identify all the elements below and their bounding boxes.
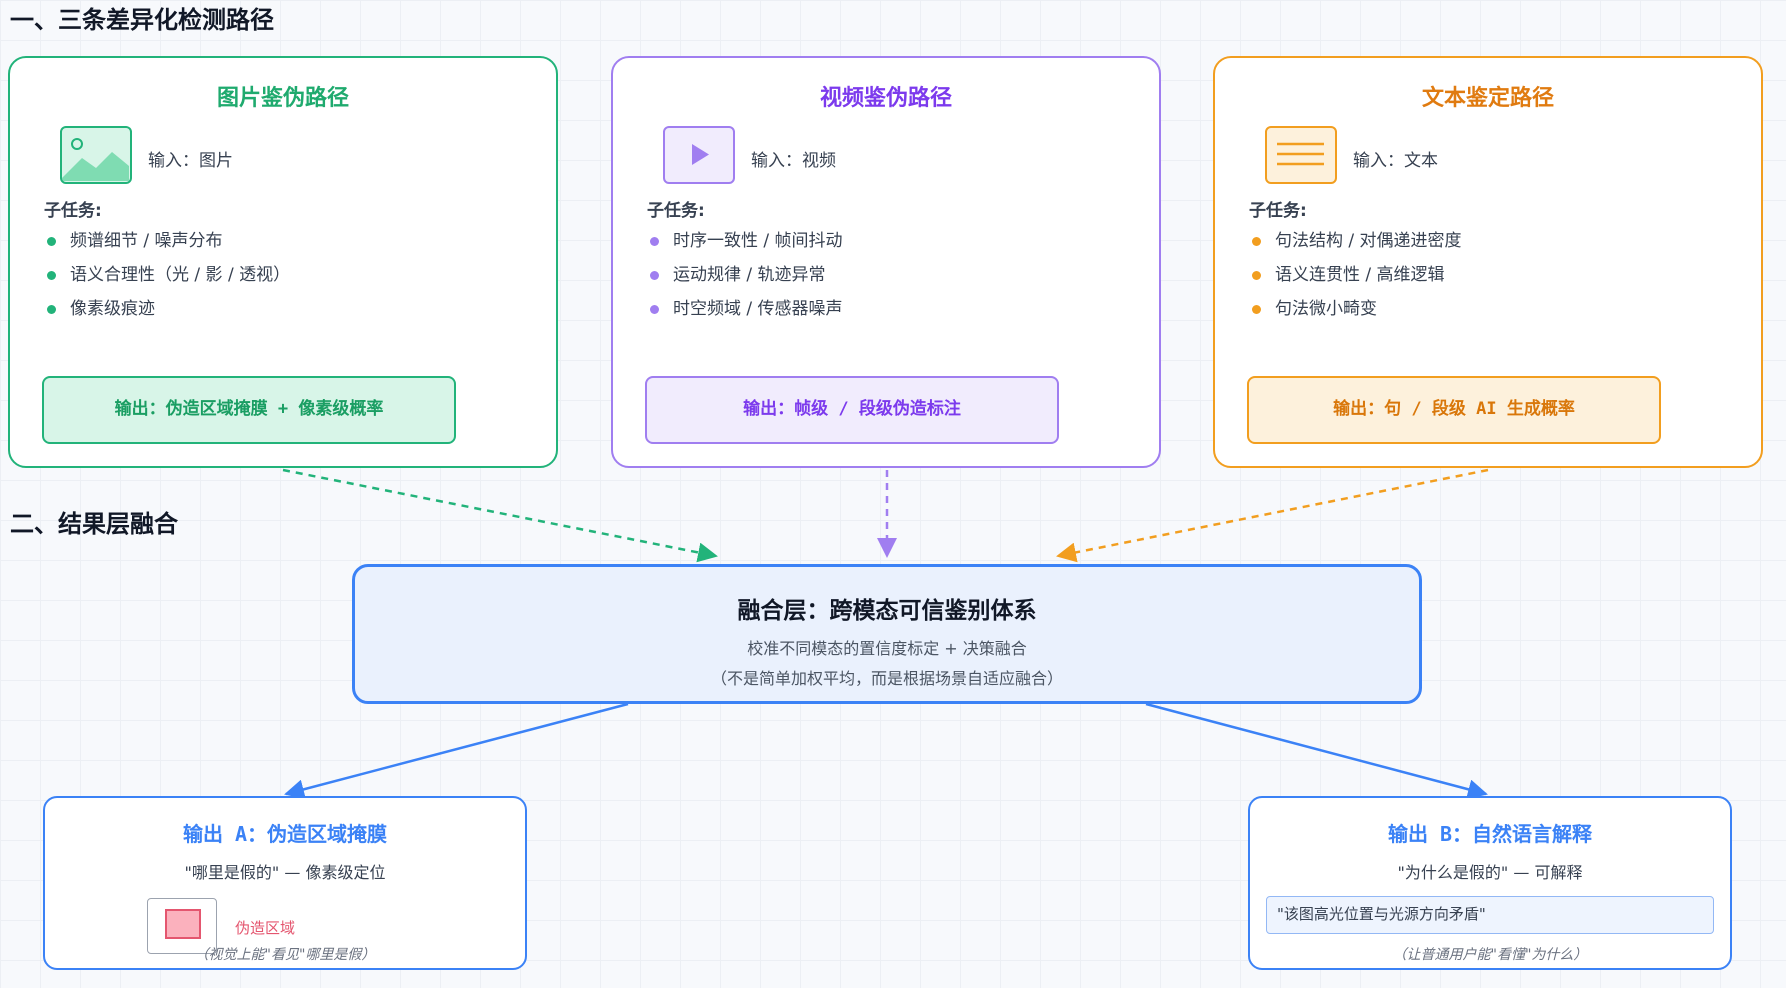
subtask-item: 时空频域 / 传感器噪声 bbox=[647, 292, 843, 326]
bullet-dot bbox=[47, 305, 56, 314]
fusion-description: 校准不同模态的置信度标定 + 决策融合 bbox=[747, 639, 1027, 658]
bullet-dot bbox=[650, 271, 659, 280]
text-to-fusion-arrow bbox=[1056, 468, 1489, 563]
subtask-text: 频谱细节 / 噪声分布 bbox=[70, 231, 223, 251]
mask-label: 伪造区域 bbox=[235, 919, 296, 937]
input-label: 输入：视频 bbox=[751, 151, 836, 171]
subtask-heading: 子任务: bbox=[647, 201, 705, 221]
video-path-card: 视频鉴伪路径 输入：视频 子任务: 时序一致性 / 帧间抖动 运动规律 / 轨迹… bbox=[611, 56, 1161, 468]
card-title: 图片鉴伪路径 bbox=[216, 86, 349, 111]
bullet-dot bbox=[47, 237, 56, 246]
input-label: 输入：文本 bbox=[1353, 151, 1438, 171]
text-path-card: 文本鉴定路径 输入：文本 子任务: 句法结构 / 对偶递进密度 语义连贯性 / … bbox=[1213, 56, 1763, 468]
subtask-item: 语义连贯性 / 高维逻辑 bbox=[1249, 258, 1462, 292]
subtask-heading: 子任务: bbox=[1249, 201, 1307, 221]
section-title-paths: 一、三条差异化检测路径 bbox=[10, 6, 274, 34]
forged-region-marker bbox=[165, 909, 201, 939]
bullet-dot bbox=[1252, 305, 1261, 314]
output-a-card: 输出 A：伪造区域掩膜 "哪里是假的" — 像素级定位 伪造区域 （视觉上能"看… bbox=[43, 796, 527, 970]
output-box: 输出：伪造区域掩膜 + 像素级概率 bbox=[42, 376, 456, 444]
document-lines-icon bbox=[1265, 126, 1337, 184]
subtask-item: 语义合理性（光 / 影 / 透视） bbox=[44, 258, 290, 292]
subtask-item: 时序一致性 / 帧间抖动 bbox=[647, 224, 843, 258]
output-b-card: 输出 B：自然语言解释 "为什么是假的" — 可解释 "该图高光位置与光源方向矛… bbox=[1248, 796, 1732, 970]
subtask-item: 句法结构 / 对偶递进密度 bbox=[1249, 224, 1462, 258]
image-to-fusion-arrow bbox=[282, 468, 718, 563]
input-label: 输入：图片 bbox=[148, 151, 233, 171]
subtask-heading: 子任务: bbox=[44, 201, 102, 221]
output-a-title: 输出 A：伪造区域掩膜 bbox=[182, 822, 388, 846]
section-title-fusion: 二、结果层融合 bbox=[10, 510, 178, 538]
bullet-dot bbox=[650, 237, 659, 246]
output-b-subtitle: "为什么是假的" — 可解释 bbox=[1397, 863, 1583, 882]
fusion-to-output-a-arrow bbox=[284, 702, 629, 800]
subtask-text: 语义连贯性 / 高维逻辑 bbox=[1275, 265, 1445, 285]
subtask-text: 句法微小畸变 bbox=[1275, 299, 1377, 319]
play-icon bbox=[663, 126, 735, 184]
bullet-dot bbox=[1252, 271, 1261, 280]
subtask-item: 频谱细节 / 噪声分布 bbox=[44, 224, 290, 258]
output-a-subtitle: "哪里是假的" — 像素级定位 bbox=[184, 863, 386, 882]
fusion-title: 融合层：跨模态可信鉴别体系 bbox=[737, 598, 1037, 624]
explanation-example: "该图高光位置与光源方向矛盾" bbox=[1266, 896, 1714, 934]
image-path-card: 图片鉴伪路径 输入：图片 子任务: 频谱细节 / 噪声分布 语义合理性（光 / … bbox=[8, 56, 558, 468]
output-box: 输出：句 / 段级 AI 生成概率 bbox=[1247, 376, 1661, 444]
image-icon bbox=[60, 126, 132, 184]
mask-thumbnail bbox=[147, 898, 217, 954]
subtask-text: 像素级痕迹 bbox=[70, 299, 155, 319]
output-box: 输出：帧级 / 段级伪造标注 bbox=[645, 376, 1059, 444]
subtask-list: 频谱细节 / 噪声分布 语义合理性（光 / 影 / 透视） 像素级痕迹 bbox=[44, 224, 290, 326]
subtask-text: 句法结构 / 对偶递进密度 bbox=[1275, 231, 1462, 251]
fusion-note: （不是简单加权平均，而是根据场景自适应融合） bbox=[710, 669, 1063, 688]
fusion-layer-box: 融合层：跨模态可信鉴别体系 校准不同模态的置信度标定 + 决策融合 （不是简单加… bbox=[352, 564, 1422, 704]
output-b-title: 输出 B：自然语言解释 bbox=[1387, 822, 1593, 846]
subtask-list: 句法结构 / 对偶递进密度 语义连贯性 / 高维逻辑 句法微小畸变 bbox=[1249, 224, 1462, 326]
subtask-item: 像素级痕迹 bbox=[44, 292, 290, 326]
output-b-note: （让普通用户能"看懂"为什么） bbox=[1392, 947, 1588, 963]
subtask-item: 运动规律 / 轨迹异常 bbox=[647, 258, 843, 292]
subtask-text: 运动规律 / 轨迹异常 bbox=[673, 265, 826, 285]
bullet-dot bbox=[47, 271, 56, 280]
subtask-item: 句法微小畸变 bbox=[1249, 292, 1462, 326]
output-a-note: （视觉上能"看见"哪里是假） bbox=[194, 947, 376, 963]
subtask-text: 时序一致性 / 帧间抖动 bbox=[673, 231, 843, 251]
subtask-text: 时空频域 / 传感器噪声 bbox=[673, 299, 843, 319]
subtask-list: 时序一致性 / 帧间抖动 运动规律 / 轨迹异常 时空频域 / 传感器噪声 bbox=[647, 224, 843, 326]
fusion-to-output-b-arrow bbox=[1145, 702, 1488, 800]
subtask-text: 语义合理性（光 / 影 / 透视） bbox=[70, 265, 291, 285]
bullet-dot bbox=[650, 305, 659, 314]
card-title: 文本鉴定路径 bbox=[1421, 86, 1554, 111]
bullet-dot bbox=[1252, 237, 1261, 246]
card-title: 视频鉴伪路径 bbox=[819, 86, 952, 111]
